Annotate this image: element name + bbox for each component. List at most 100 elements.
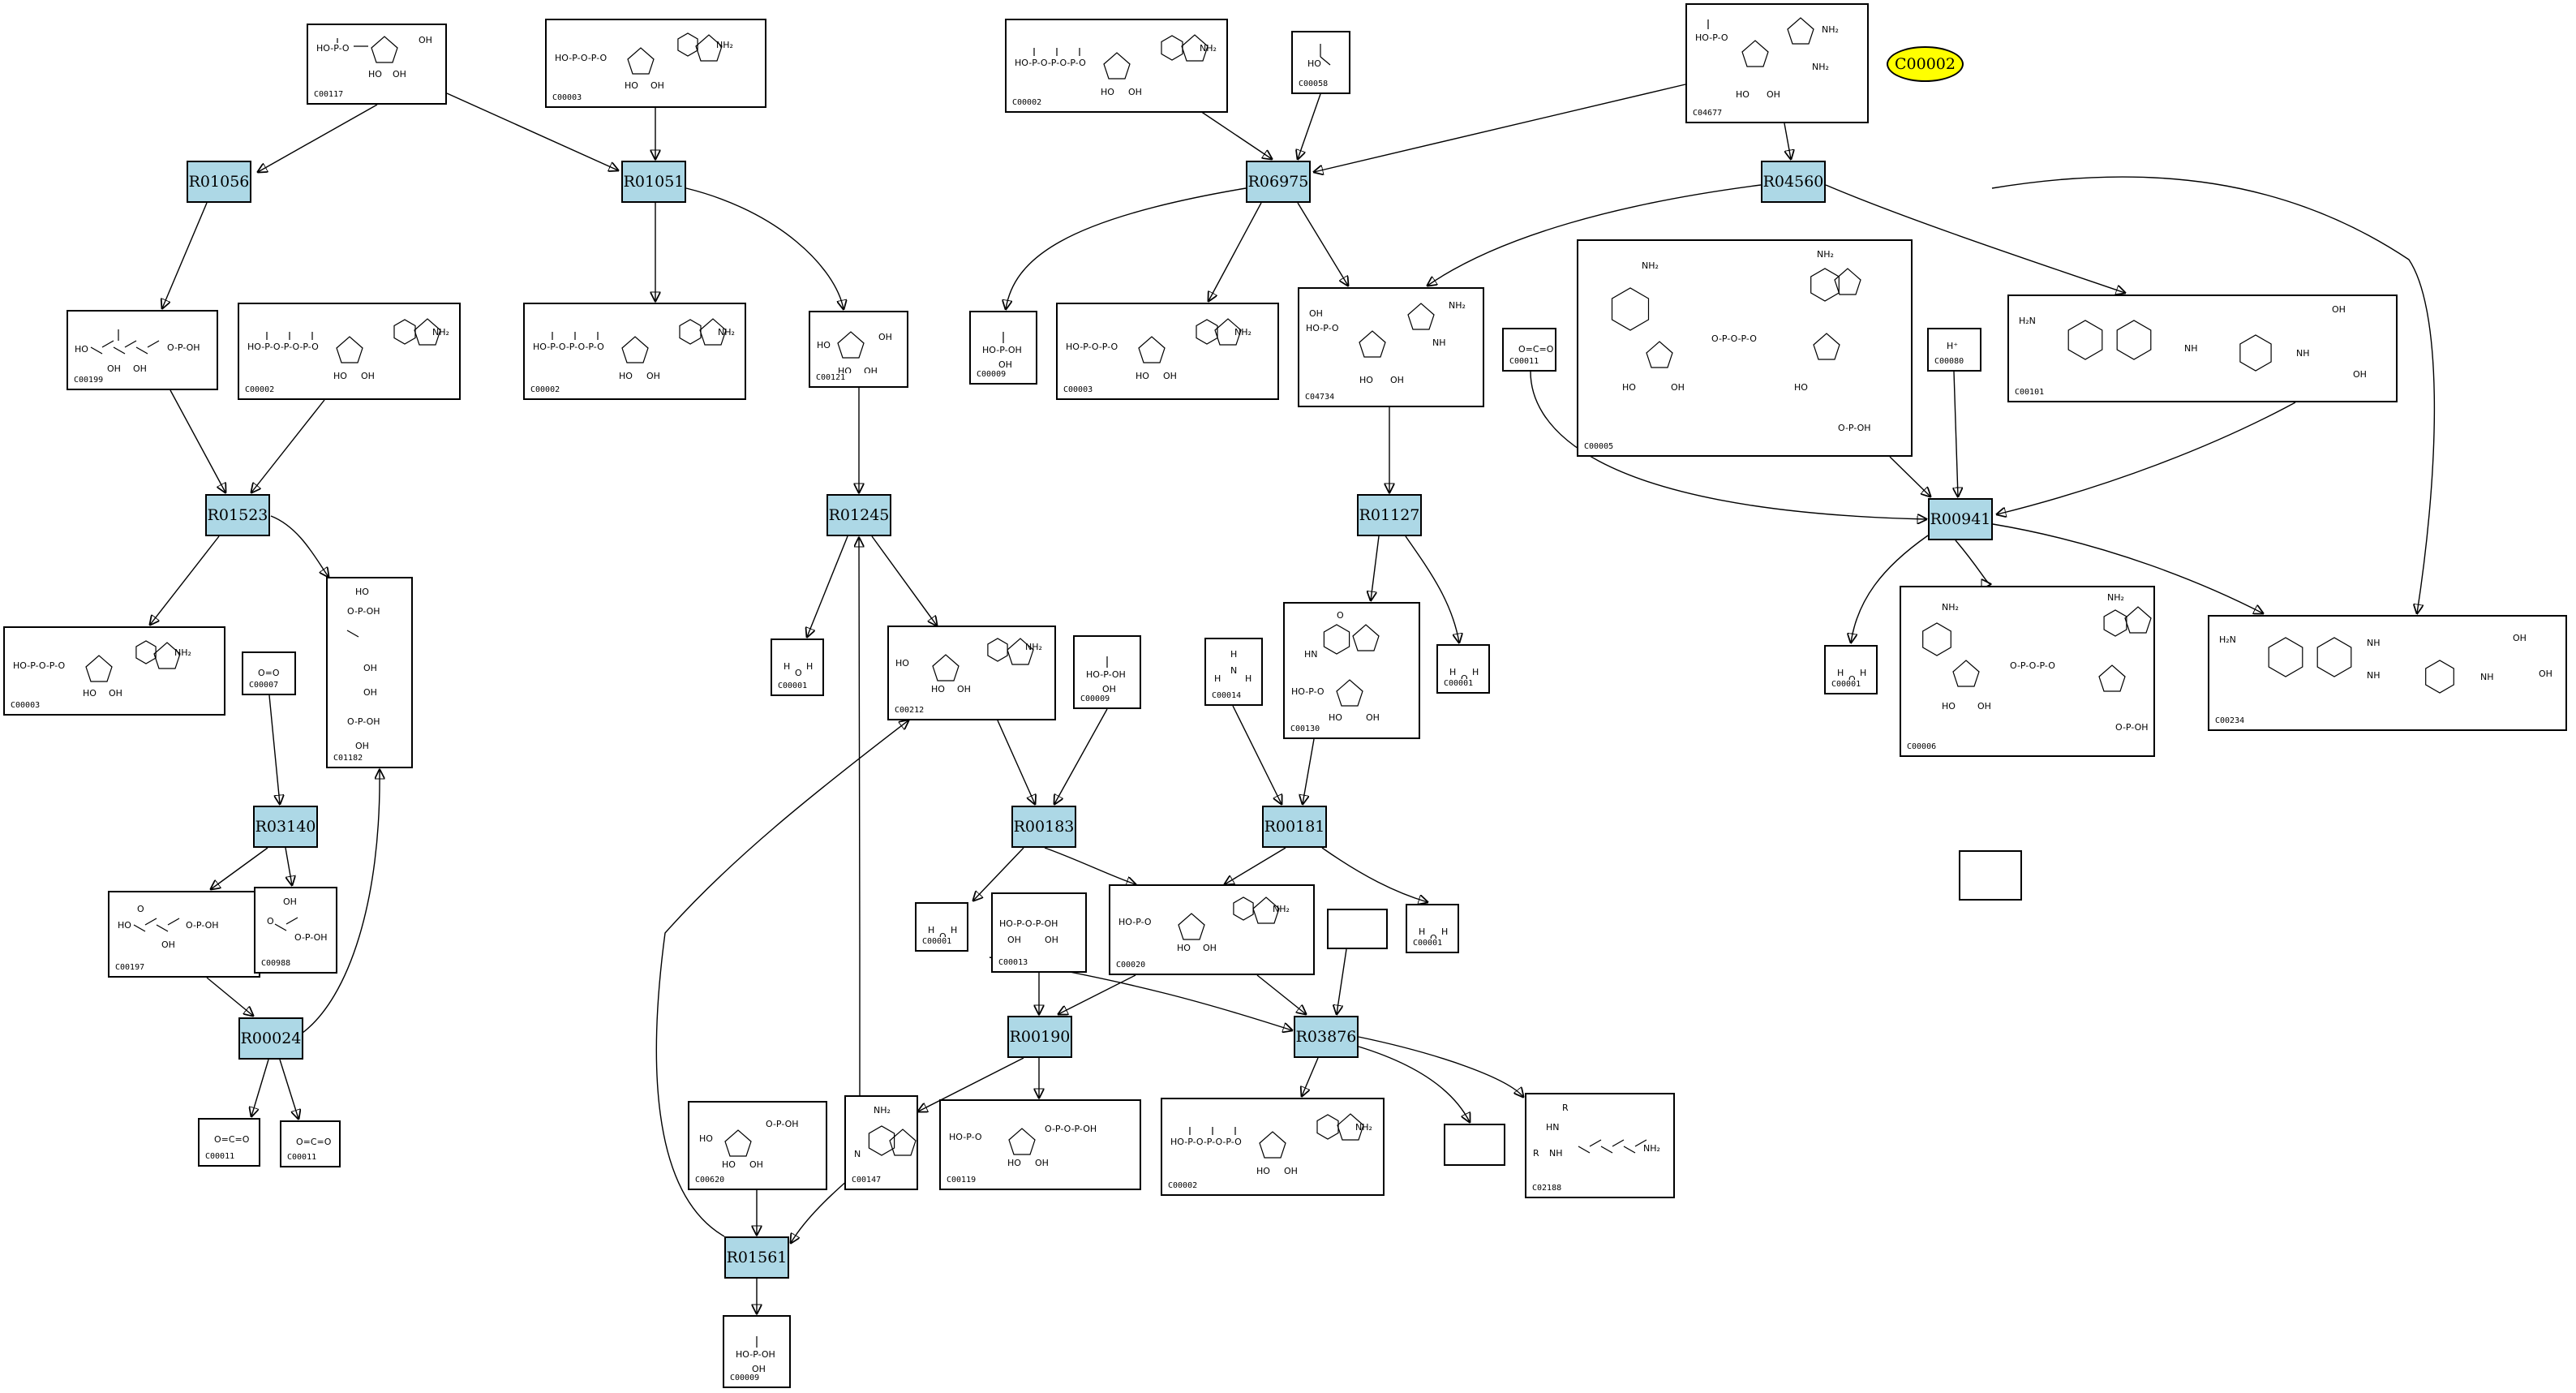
chemical-structure-drawing: O=C=O <box>1518 344 1554 355</box>
reaction-edge-arrow <box>279 1059 298 1119</box>
reaction-node-r06975[interactable]: R06975 <box>1246 161 1311 203</box>
chemical-structure-drawing <box>1332 914 1386 935</box>
reaction-node-r00941[interactable]: R00941 <box>1928 498 1993 540</box>
highlighted-compound-ellipse[interactable]: C00002 <box>1887 46 1964 82</box>
reaction-node-r00183[interactable]: R00183 <box>1011 806 1076 848</box>
svg-text:H: H <box>1860 668 1866 678</box>
compound-id-label: C00020 <box>1116 961 1146 970</box>
reaction-node-r01245[interactable]: R01245 <box>826 494 891 536</box>
svg-text:H: H <box>1230 649 1237 660</box>
svg-text:HO: HO <box>1622 382 1636 393</box>
compound-node[interactable] <box>1959 850 2022 901</box>
svg-text:HO: HO <box>931 684 945 694</box>
reaction-node-r03140[interactable]: R03140 <box>253 806 318 848</box>
reaction-edge-arrow <box>1209 202 1262 301</box>
svg-text:H: H <box>1245 673 1252 684</box>
svg-text:NH₂: NH₂ <box>874 1105 891 1116</box>
svg-text:OH: OH <box>752 1364 766 1374</box>
compound-id-label: C00988 <box>261 959 291 968</box>
reaction-node-r03876[interactable]: R03876 <box>1294 1016 1359 1058</box>
svg-text:NH₂: NH₂ <box>1642 260 1659 271</box>
compound-node[interactable]: H⁺C00080 <box>1927 328 1981 372</box>
compound-node[interactable] <box>1327 909 1388 949</box>
reaction-edge-arrow <box>871 535 937 626</box>
reaction-edge-arrow <box>1321 847 1428 902</box>
reaction-node-r00024[interactable]: R00024 <box>238 1017 303 1060</box>
compound-id-label: C00212 <box>895 706 925 715</box>
svg-text:OH: OH <box>355 741 369 751</box>
reaction-node-r01127[interactable]: R01127 <box>1357 494 1422 536</box>
svg-text:HO-P-O-P-O: HO-P-O-P-O <box>1066 342 1118 352</box>
reaction-node-r04560[interactable]: R04560 <box>1761 161 1826 203</box>
svg-text:HO-P-O: HO-P-O <box>1306 323 1339 333</box>
compound-id-label: C00147 <box>852 1176 882 1184</box>
compound-id-label: C00006 <box>1907 742 1937 751</box>
reaction-node-r01523[interactable]: R01523 <box>205 494 270 536</box>
reaction-node-r01051[interactable]: R01051 <box>621 161 686 203</box>
svg-text:HO-P-O: HO-P-O <box>949 1132 982 1142</box>
svg-text:NH: NH <box>2480 672 2494 682</box>
compound-id-label: C00009 <box>977 370 1007 379</box>
svg-text:O-P-OH: O-P-OH <box>347 606 380 617</box>
svg-text:NH₂: NH₂ <box>1025 642 1042 652</box>
svg-text:OH: OH <box>1102 684 1116 694</box>
svg-text:O: O <box>267 916 274 927</box>
reaction-edge-arrow <box>1303 738 1315 804</box>
svg-text:NH₂: NH₂ <box>1273 904 1290 914</box>
svg-text:HN: HN <box>1304 649 1318 660</box>
reaction-edge-arrow <box>162 202 208 308</box>
svg-text:NH: NH <box>2367 670 2381 681</box>
reaction-node-r00190[interactable]: R00190 <box>1007 1016 1072 1058</box>
compound-node[interactable] <box>1444 1124 1505 1166</box>
reaction-node-r00181[interactable]: R00181 <box>1262 806 1327 848</box>
reaction-node-r01056[interactable]: R01056 <box>187 161 251 203</box>
svg-text:O: O <box>939 931 947 937</box>
reaction-node-r01561[interactable]: R01561 <box>724 1236 789 1279</box>
reaction-edge-arrow <box>1997 402 2296 514</box>
